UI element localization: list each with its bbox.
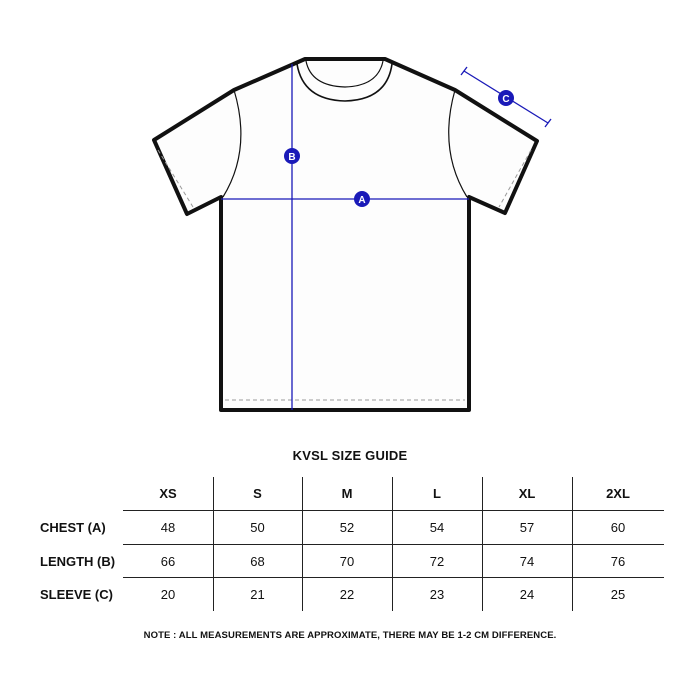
table-cell: 22 (339, 587, 355, 602)
table-rule (392, 477, 393, 611)
sleeve-measure-cap-start (460, 66, 468, 76)
table-cell: 72 (429, 553, 445, 569)
table-rule (123, 577, 664, 578)
size-table: XS S M L XL 2XL CHEST (A) 48 50 52 54 57… (40, 477, 664, 611)
table-cell: 21 (250, 587, 265, 602)
table-cell: 70 (339, 553, 355, 569)
table-rule (123, 544, 664, 545)
collar-inner (305, 60, 384, 88)
tshirt-diagram: A B C (152, 57, 552, 412)
size-header: XL (518, 486, 536, 501)
measurement-note: NOTE : ALL MEASUREMENTS ARE APPROXIMATE,… (143, 630, 557, 641)
table-cell: 60 (610, 520, 626, 535)
table-rule (572, 477, 573, 611)
size-header: XS (159, 486, 177, 501)
left-armhole (222, 89, 242, 198)
size-header: S (253, 486, 262, 501)
table-cell: 23 (429, 587, 445, 602)
row-label-sleeve: SLEEVE (C) (40, 587, 113, 602)
table-cell: 76 (610, 553, 626, 569)
table-cell: 20 (160, 587, 176, 602)
table-cell: 74 (519, 553, 535, 569)
table-cell: 50 (250, 520, 265, 535)
table-cell: 57 (519, 520, 535, 535)
size-header: M (341, 486, 353, 501)
right-sleeve-hem (498, 149, 532, 208)
svg-text:C: C (502, 94, 509, 105)
size-header: L (433, 486, 441, 501)
table-cell: 24 (519, 587, 535, 602)
row-label-length: LENGTH (B) (40, 553, 116, 569)
table-cell: 25 (610, 587, 626, 602)
svg-text:A: A (358, 195, 365, 206)
svg-text:B: B (288, 152, 295, 163)
table-cell: 66 (160, 553, 176, 569)
size-header: 2XL (606, 486, 630, 501)
table-cell: 52 (339, 520, 355, 535)
table-rule (482, 477, 483, 611)
table-rule (123, 510, 664, 511)
table-cell: 48 (160, 520, 176, 535)
tshirt-outline (152, 57, 539, 412)
size-guide-title: KVSL SIZE GUIDE (292, 448, 408, 463)
sleeve-measure-cap-end (544, 118, 552, 128)
right-armhole (448, 89, 468, 198)
collar (296, 63, 393, 102)
table-cell: 68 (250, 553, 265, 569)
table-rule (213, 477, 214, 611)
marker-b: B (284, 148, 300, 164)
marker-a: A (354, 191, 370, 207)
table-rule (302, 477, 303, 611)
row-label-chest: CHEST (A) (40, 520, 106, 535)
table-cell: 54 (429, 520, 445, 535)
marker-c: C (498, 90, 514, 106)
